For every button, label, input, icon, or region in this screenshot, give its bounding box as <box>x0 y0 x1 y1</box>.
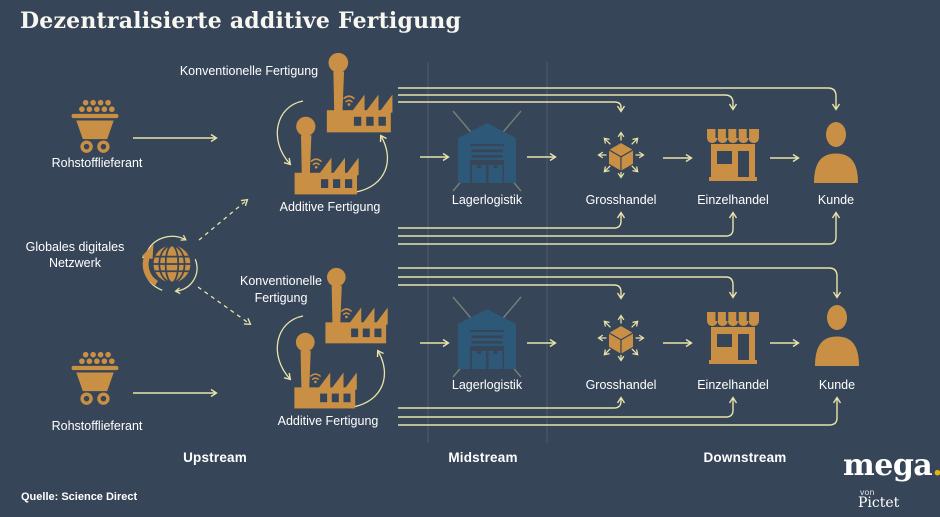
dashed-arrow-to-row1-additive <box>198 198 249 241</box>
bypass-to-retail <box>398 396 738 418</box>
smart-factory-icon-additive-row1 <box>294 116 359 195</box>
cycle-arrow-left <box>276 100 304 166</box>
row2-customer-label: Kunde <box>818 378 856 392</box>
bypass-to-retail <box>398 94 738 111</box>
page-title: Dezentralisierte additive Fertigung <box>20 8 462 34</box>
logo-gold-dot: . <box>932 448 940 483</box>
smart-factory-icon-conventional-row2 <box>325 267 388 344</box>
cycle-arrow-right <box>352 349 386 408</box>
bypass-to-wholesale <box>398 396 626 409</box>
bypass-to-customer <box>398 211 841 245</box>
upstream-label: Upstream <box>183 450 247 465</box>
row2-bottom-bypass-arrows <box>398 396 842 426</box>
row2-top-bypass-arrows <box>398 267 842 300</box>
downstream-label: Downstream <box>703 450 787 465</box>
row1-conventional-label: Konventionelle Fertigung <box>179 64 319 78</box>
midstream-label: Midstream <box>448 450 518 465</box>
storefront-icon-row2 <box>707 312 759 364</box>
bypass-to-customer <box>398 396 842 426</box>
row1-cycle-arrows <box>276 100 389 193</box>
ore-cart-icon-row2 <box>71 351 119 405</box>
row2-retail-label: Einzelhandel <box>697 378 769 392</box>
row1-customer-label: Kunde <box>817 193 855 207</box>
dashed-arrow-to-row2-factory <box>197 286 252 326</box>
distribution-cube-icon-row1 <box>597 131 645 179</box>
row1-bottom-bypass-arrows <box>398 211 841 245</box>
row2-additive-label: Additive Fertigung <box>277 414 379 428</box>
bypass-to-wholesale <box>398 101 626 113</box>
row1-additive-label: Additive Fertigung <box>279 200 381 214</box>
row2-warehouse-label: Lagerlogistik <box>451 378 523 392</box>
logo-pictet-text: Pictet <box>858 495 900 511</box>
wifi-icon <box>341 308 352 315</box>
mega-pictet-logo: mega. von Pictet <box>843 448 940 512</box>
row1-retail-label: Einzelhandel <box>697 193 769 207</box>
network-dashed-arrows <box>197 198 252 326</box>
row2-supplier-label: Rohstofflieferant <box>51 419 143 433</box>
logo-brand-text: mega <box>843 448 933 483</box>
globe-network-icon <box>141 234 198 295</box>
warehouse-icon-row2 <box>458 309 516 369</box>
row1-warehouse-label: Lagerlogistik <box>451 193 523 207</box>
row1-top-bypass-arrows <box>398 87 841 113</box>
bypass-to-wholesale <box>398 284 626 300</box>
row2-wholesale-label: Grosshandel <box>585 378 657 392</box>
wifi-icon <box>309 373 321 380</box>
bypass-to-customer <box>398 87 841 111</box>
network-label: Globales digitales Netzwerk <box>25 240 125 270</box>
bypass-to-retail <box>398 276 738 299</box>
row2-conventional-label: Konventionelle Fertigung <box>239 274 322 305</box>
cycle-arrow-left <box>276 315 304 381</box>
row1-wholesale-label: Grosshandel <box>585 193 657 207</box>
bypass-to-customer <box>398 267 842 299</box>
row1-chain-arrows <box>133 133 800 163</box>
bypass-to-retail <box>398 211 738 237</box>
row2-chain-arrows <box>133 338 800 398</box>
smart-factory-icon-additive-row2 <box>294 332 357 409</box>
wifi-icon <box>343 95 355 103</box>
wifi-icon <box>310 158 322 166</box>
ore-cart-icon <box>71 99 119 153</box>
midstream-column-dividers <box>427 62 548 443</box>
customer-icon-row2 <box>815 305 859 366</box>
warehouse-icon-row1 <box>458 123 516 183</box>
row2-cycle-arrows <box>276 315 386 408</box>
bypass-to-wholesale <box>398 211 626 229</box>
source-credit: Quelle: Science Direct <box>21 491 138 503</box>
distribution-cube-icon-row2 <box>597 314 645 362</box>
customer-icon-row1 <box>814 122 858 183</box>
cycle-arrow-right <box>355 134 389 193</box>
logo-von-text: von <box>860 487 875 497</box>
smart-factory-icon-conventional-row1 <box>326 52 393 133</box>
row1-supplier-label: Rohstofflieferant <box>51 156 143 170</box>
storefront-icon-row1 <box>707 129 759 181</box>
